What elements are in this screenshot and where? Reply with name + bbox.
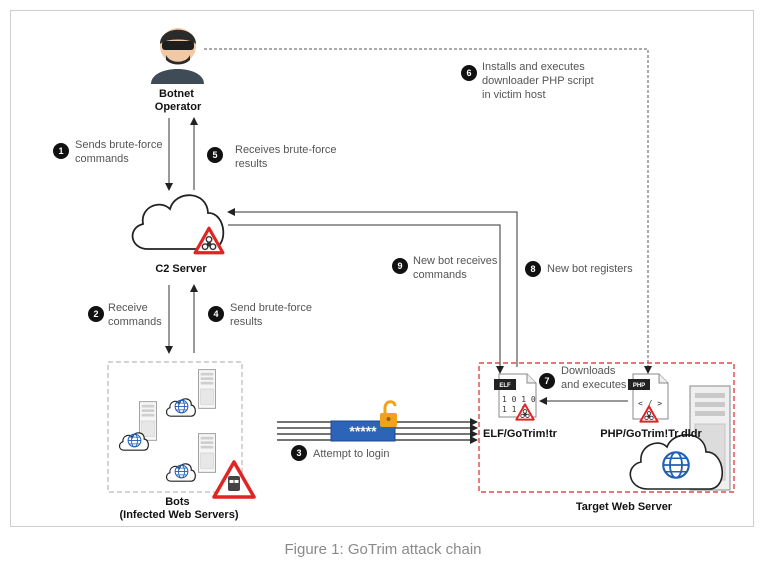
step-6-number: 6 xyxy=(466,68,471,78)
step-5-number: 5 xyxy=(212,150,217,160)
bots-label: Bots (Infected Web Servers) xyxy=(119,496,238,521)
attack-chain-diagram: ***** Botnet Operator C2 Server xyxy=(53,28,735,521)
arrow-step-8 xyxy=(227,208,518,367)
arrow-step-6 xyxy=(204,48,652,374)
step-1: 1 Sends brute-force commands xyxy=(53,139,166,165)
step-3-marker xyxy=(291,445,307,461)
elf-binary-line-2: 1 1 1 xyxy=(502,405,526,414)
step-6: 6 Installs and executes downloader PHP s… xyxy=(461,61,597,101)
step-5-label: Receives brute-force results xyxy=(235,144,340,170)
password-mask: ***** xyxy=(349,423,377,439)
figure-caption: Figure 1: GoTrim attack chain xyxy=(284,541,482,558)
step-7: 7 Downloads and executes xyxy=(539,365,627,391)
step-4-marker xyxy=(208,306,224,322)
elf-binary-line-1: 1 0 1 0 xyxy=(502,395,536,404)
bot-server-2 xyxy=(118,401,157,451)
php-file-icon: PHP < / > xyxy=(628,373,669,423)
step-9-number: 9 xyxy=(397,261,402,271)
c2-cloud-icon xyxy=(131,194,225,255)
bot-server-3 xyxy=(165,433,216,482)
step-9-label: New bot receives commands xyxy=(413,255,500,281)
step-1-label: Sends brute-force commands xyxy=(75,139,166,165)
step-4-label: Send brute-force results xyxy=(230,302,315,328)
operator-label: Botnet Operator xyxy=(155,88,202,113)
step-7-marker xyxy=(539,373,555,389)
elf-tag: ELF xyxy=(499,383,511,389)
php-file-label: PHP/GoTrim!Tr.dldr xyxy=(600,428,702,440)
step-3-number: 3 xyxy=(296,448,301,458)
c2-server-label: C2 Server xyxy=(155,263,207,275)
step-3-label: Attempt to login xyxy=(313,448,389,460)
step-8: 8 New bot registers xyxy=(525,261,633,277)
step-9-marker xyxy=(392,258,408,274)
bot-server-1 xyxy=(165,369,216,417)
step-2: 2 Receive commands xyxy=(88,302,162,328)
step-1-number: 1 xyxy=(58,146,63,156)
arrow-step-9 xyxy=(228,224,504,374)
step-8-label: New bot registers xyxy=(547,263,633,275)
hacker-icon xyxy=(151,28,204,84)
php-tag: PHP xyxy=(633,383,645,389)
step-7-number: 7 xyxy=(544,376,549,386)
target-cloud-icon xyxy=(629,434,724,490)
step-3: 3 Attempt to login xyxy=(291,445,389,461)
step-8-number: 8 xyxy=(530,264,535,274)
step-6-marker xyxy=(461,65,477,81)
step-9: 9 New bot receives commands xyxy=(392,255,500,281)
step-6-label: Installs and executes downloader PHP scr… xyxy=(482,61,597,101)
step-8-marker xyxy=(525,261,541,277)
password-field: ***** xyxy=(330,420,396,442)
php-code-symbol: < / > xyxy=(638,399,662,408)
step-4: 4 Send brute-force results xyxy=(208,302,315,328)
elf-file-label: ELF/GoTrim!tr xyxy=(483,428,558,440)
step-1-marker xyxy=(53,143,69,159)
step-5-marker xyxy=(207,147,223,163)
step-2-marker xyxy=(88,306,104,322)
padlock-icon xyxy=(380,400,397,427)
step-4-number: 4 xyxy=(213,309,218,319)
elf-file-icon: ELF 1 0 1 0 1 1 1 xyxy=(494,373,537,421)
bots-group-box xyxy=(107,361,243,493)
step-7-label: Downloads and executes xyxy=(561,365,627,391)
target-server-label: Target Web Server xyxy=(576,501,673,513)
step-5: 5 Receives brute-force results xyxy=(207,144,340,170)
step-2-label: Receive commands xyxy=(108,302,162,328)
step-2-number: 2 xyxy=(93,309,98,319)
bot-malware-warning-icon xyxy=(212,460,256,499)
